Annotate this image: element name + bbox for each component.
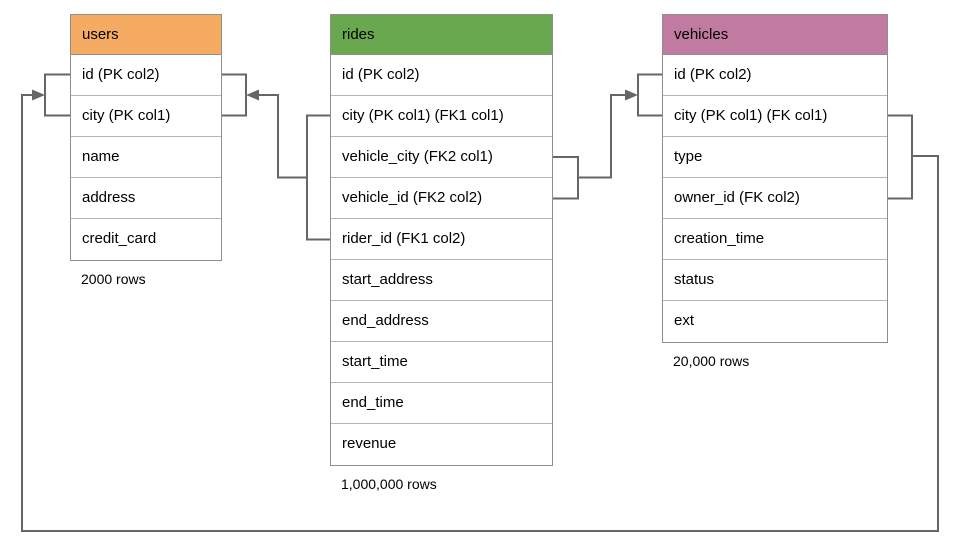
table-users-box: users id (PK col2) city (PK col1) name a… (70, 14, 222, 261)
vehicles-fk-bracket (888, 114, 913, 200)
table-rides-header: rides (331, 15, 552, 55)
table-row: creation_time (663, 219, 887, 260)
table-vehicles: vehicles id (PK col2) city (PK col1) (FK… (662, 14, 888, 369)
vehicles-left-key-bracket (637, 73, 662, 117)
table-vehicles-header: vehicles (663, 15, 887, 55)
table-row: start_time (331, 342, 552, 383)
vehicles-row-count-label: 20,000 rows (673, 353, 750, 369)
table-row: start_address (331, 260, 552, 301)
table-users: users id (PK col2) city (PK col1) name a… (70, 14, 222, 287)
table-row: status (663, 260, 887, 301)
table-row: end_address (331, 301, 552, 342)
table-rides: rides id (PK col2) city (PK col1) (FK1 c… (330, 14, 553, 492)
users-right-key-bracket (222, 73, 247, 117)
table-row: city (PK col1) (FK1 col1) (331, 96, 552, 137)
table-row: vehicle_city (FK2 col1) (331, 137, 552, 178)
table-row: ext (663, 301, 887, 342)
table-row: type (663, 137, 887, 178)
table-row: name (71, 137, 221, 178)
table-row: vehicle_id (FK2 col2) (331, 178, 552, 219)
table-row: id (PK col2) (331, 55, 552, 96)
table-row: id (PK col2) (663, 55, 887, 96)
table-row: rider_id (FK1 col2) (331, 219, 552, 260)
users-left-key-bracket (44, 73, 70, 117)
rides-fk2-arrowhead-icon (625, 89, 638, 101)
rides-fk1-arrowhead-icon (246, 89, 259, 101)
rides-fk2-link-line (578, 94, 625, 179)
vehicles-fk-arrowhead-icon (32, 89, 45, 101)
rides-row-count-label: 1,000,000 rows (341, 476, 437, 492)
table-row: address (71, 178, 221, 219)
rides-fk1-link-line (259, 94, 307, 179)
rides-fk1-bracket (306, 114, 330, 241)
rides-fk2-bracket (553, 156, 579, 200)
table-row: credit_card (71, 219, 221, 260)
table-row: city (PK col1) (71, 96, 221, 137)
table-row: revenue (331, 424, 552, 465)
table-row: end_time (331, 383, 552, 424)
table-row: city (PK col1) (FK col1) (663, 96, 887, 137)
table-users-header: users (71, 15, 221, 55)
vehicles-fk-link-line (21, 94, 939, 532)
table-row: owner_id (FK col2) (663, 178, 887, 219)
table-row: id (PK col2) (71, 55, 221, 96)
table-vehicles-box: vehicles id (PK col2) city (PK col1) (FK… (662, 14, 888, 343)
table-rides-box: rides id (PK col2) city (PK col1) (FK1 c… (330, 14, 553, 466)
users-row-count-label: 2000 rows (81, 271, 146, 287)
